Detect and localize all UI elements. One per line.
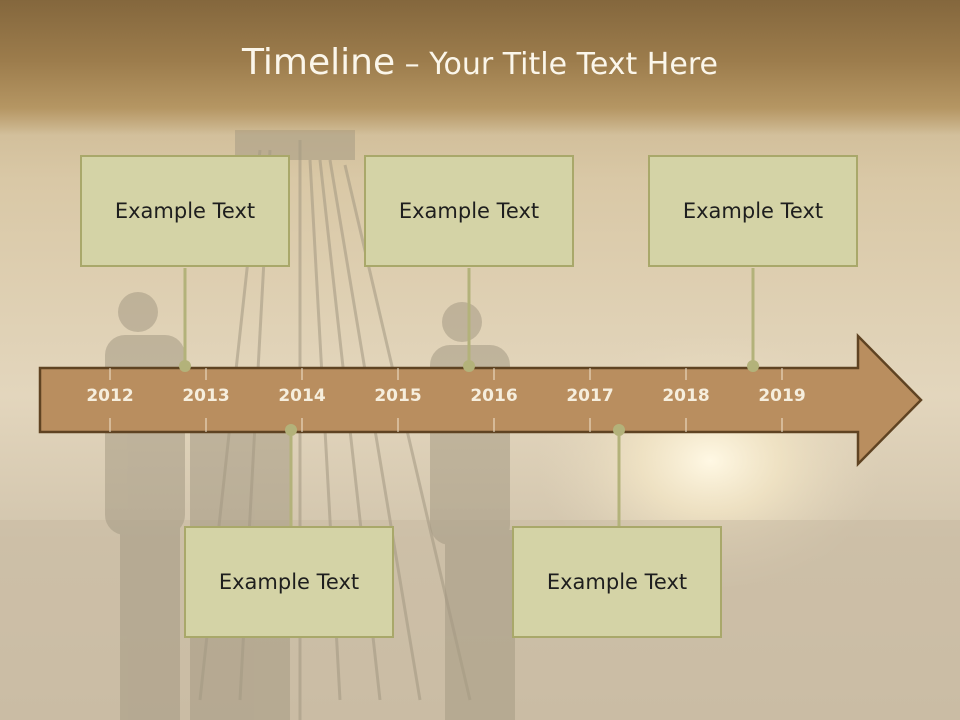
year-label-2017: 2017 — [566, 386, 614, 406]
year-ticks — [109, 368, 783, 432]
event-box-top-3: Example Text — [648, 155, 858, 267]
event-box-top-1: Example Text — [80, 155, 290, 267]
year-label-2012: 2012 — [86, 386, 134, 406]
timeline-arrow — [38, 332, 923, 468]
event-box-bottom-2: Example Text — [512, 526, 722, 638]
connector-dot-top-2 — [463, 360, 475, 372]
connector-dot-top-1 — [179, 360, 191, 372]
title-separator: – — [395, 47, 430, 82]
connector-dot-bottom-1 — [285, 424, 297, 436]
year-label-2015: 2015 — [374, 386, 422, 406]
slide-title: Timeline – Your Title Text Here — [0, 42, 960, 83]
event-box-bottom-1: Example Text — [184, 526, 394, 638]
title-bar — [0, 0, 960, 135]
connector-dot-bottom-2 — [613, 424, 625, 436]
title-main: Timeline — [242, 42, 396, 83]
year-label-2018: 2018 — [662, 386, 710, 406]
year-label-2014: 2014 — [278, 386, 326, 406]
title-subtext: Your Title Text Here — [429, 47, 718, 82]
connector-dot-top-3 — [747, 360, 759, 372]
year-label-2016: 2016 — [470, 386, 518, 406]
year-label-2019: 2019 — [758, 386, 806, 406]
event-box-top-2: Example Text — [364, 155, 574, 267]
year-label-2013: 2013 — [182, 386, 230, 406]
